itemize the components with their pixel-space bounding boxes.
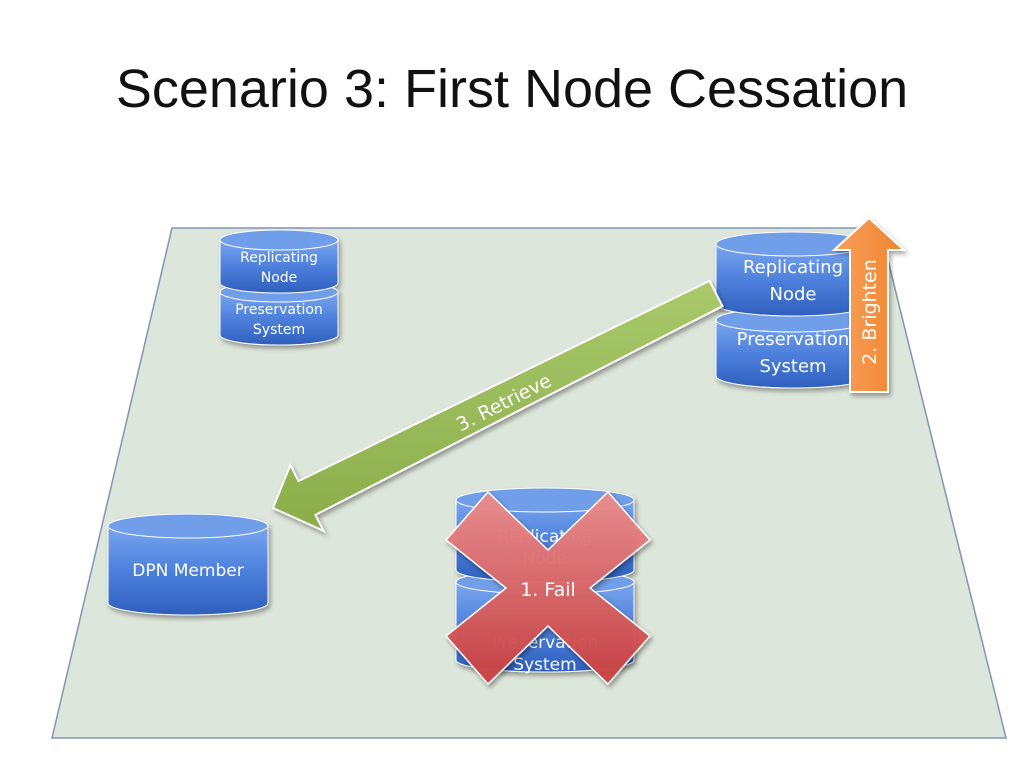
slide-title: Scenario 3: First Node Cessation: [115, 59, 909, 119]
dpn-member-label: DPN Member: [132, 561, 243, 581]
retrieve-arrow: [271, 279, 724, 533]
fail-cross: [444, 490, 652, 686]
brighten-arrow-label: 2. Brighten: [859, 259, 881, 365]
brighten-arrow: [831, 216, 907, 393]
dpn-member-node: [107, 513, 269, 616]
small-replicating-node: [219, 229, 339, 346]
large-replicating-node: [715, 231, 871, 389]
fail-cross-label: 1. Fail: [520, 579, 576, 601]
